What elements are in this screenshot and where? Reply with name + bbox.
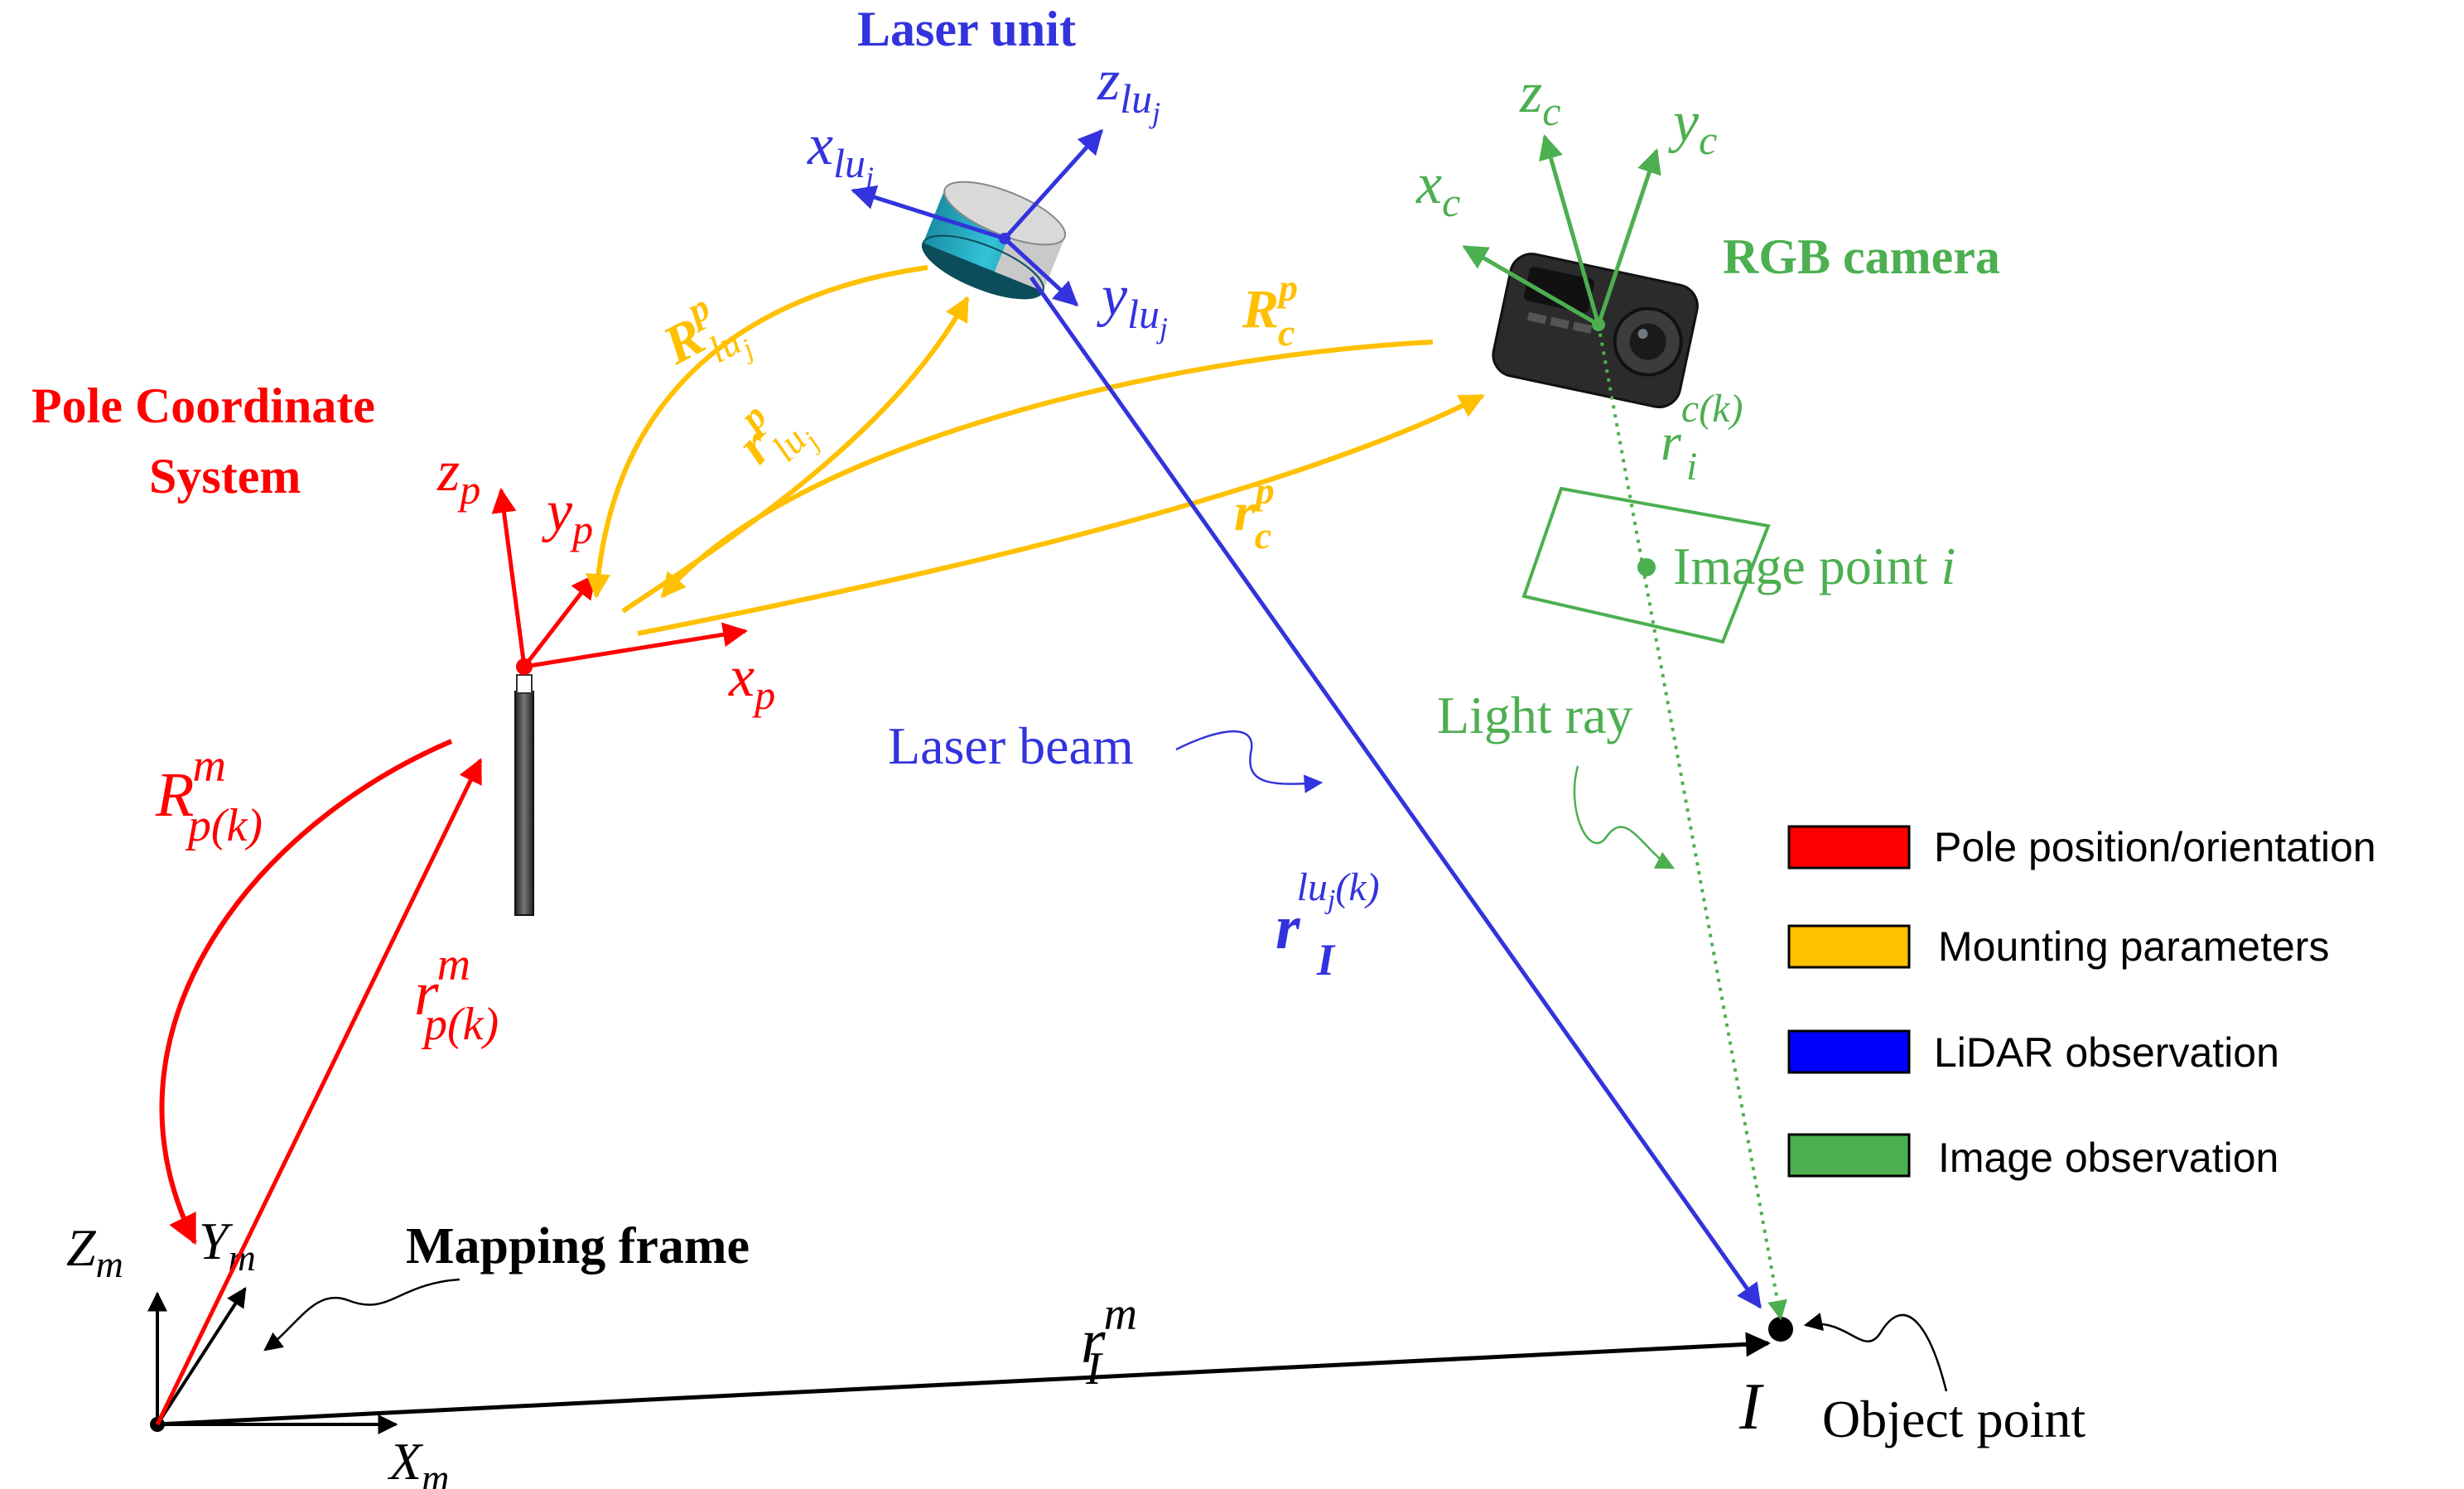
vector-r-m-pk xyxy=(155,758,483,1426)
vector-r-p-c xyxy=(637,393,1485,636)
object-point-label: Object point xyxy=(1822,1390,2085,1448)
legend-label-pole: Pole position/orientation xyxy=(1934,824,2376,870)
rgb-camera-heading: RGB camera xyxy=(1723,229,2000,284)
legend-item: Pole position/orientation xyxy=(1787,824,2376,870)
pole-x-axis xyxy=(523,622,748,669)
camera-axes xyxy=(1462,134,1661,331)
legend-item: Image observation xyxy=(1787,1133,2278,1181)
legend-swatch-pole xyxy=(1787,825,1911,870)
laser-unit-heading: Laser unit xyxy=(857,2,1076,56)
mapping-x-label: Xm xyxy=(387,1432,449,1489)
light-ray-label: Light ray xyxy=(1437,686,1632,744)
pole-z-axis xyxy=(491,488,527,667)
object-point xyxy=(1768,1317,1793,1342)
legend-swatch-lidar xyxy=(1787,1029,1911,1074)
legend-label-mounting: Mounting parameters xyxy=(1938,923,2329,970)
camera-x-axis xyxy=(1462,244,1600,327)
legend-item: Mounting parameters xyxy=(1787,923,2329,970)
legend: Pole position/orientation Mounting param… xyxy=(1787,824,2376,1181)
pole-origin xyxy=(516,658,533,675)
legend-swatch-image xyxy=(1787,1133,1911,1178)
mapping-frame-heading: Mapping frame xyxy=(406,1218,750,1275)
laser-y-label: yluj xyxy=(1097,264,1168,345)
pole-y-label: yp xyxy=(542,479,593,552)
legend-item: LiDAR observation xyxy=(1787,1029,2279,1076)
rotation-R-m-pk xyxy=(159,739,453,1246)
image-plane xyxy=(1521,486,1771,644)
pole-y-axis xyxy=(523,573,596,668)
rotation-R-p-lu xyxy=(586,265,928,599)
laser-x-label: xluj xyxy=(807,113,874,194)
mapping-z-label: Zm xyxy=(66,1218,123,1285)
pole-body xyxy=(514,691,534,916)
mapping-y-axis xyxy=(156,1286,247,1426)
laser-x-axis xyxy=(851,185,1005,241)
label-r-I-luk: rluj(k)I xyxy=(1275,865,1380,985)
label-R-p-lu: Rpluj xyxy=(647,277,759,396)
legend-label-image: Image observation xyxy=(1938,1135,2278,1181)
laser-z-label: zluj xyxy=(1097,49,1160,129)
image-point-label: Image point i xyxy=(1673,537,1955,595)
pole-axes xyxy=(491,488,748,675)
object-point-symbol: I xyxy=(1738,1371,1764,1443)
camera-y-axis xyxy=(1596,148,1661,325)
vector-r-I-m xyxy=(157,1332,1771,1427)
rgb-camera-body xyxy=(1492,253,1699,409)
pole-x-label: xp xyxy=(728,645,775,718)
legend-swatch-mounting xyxy=(1787,924,1911,969)
laser-beam-pointer xyxy=(1175,730,1324,793)
label-r-i-ck: rc(k)i xyxy=(1661,387,1743,489)
pole-z-label: zp xyxy=(436,440,480,513)
pole-cap xyxy=(516,674,533,694)
rotation-R-p-c xyxy=(660,340,1434,599)
laser-z-axis xyxy=(1003,128,1104,240)
laser-beam-label: Laser beam xyxy=(888,716,1134,775)
pole-heading-line1: Pole Coordinate xyxy=(31,378,375,433)
legend-label-lidar: LiDAR observation xyxy=(1934,1029,2279,1076)
camera-x-label: xc xyxy=(1415,152,1460,225)
mapping-y-label: Ym xyxy=(199,1212,256,1279)
object-point-pointer xyxy=(1803,1313,1948,1392)
pole-heading-line2: System xyxy=(149,449,301,504)
image-point xyxy=(1637,558,1656,576)
light-ray-pointer xyxy=(1573,765,1675,870)
camera-y-label: yc xyxy=(1668,90,1717,163)
laser-y-axis xyxy=(1003,237,1079,307)
mapping-frame-pointer xyxy=(263,1278,460,1352)
camera-z-label: zc xyxy=(1519,61,1560,134)
vector-r-I-luk xyxy=(1029,276,1762,1309)
laser-unit-axes xyxy=(851,128,1104,307)
lidar-sensor xyxy=(921,181,1067,300)
camera-z-axis xyxy=(1539,134,1601,325)
